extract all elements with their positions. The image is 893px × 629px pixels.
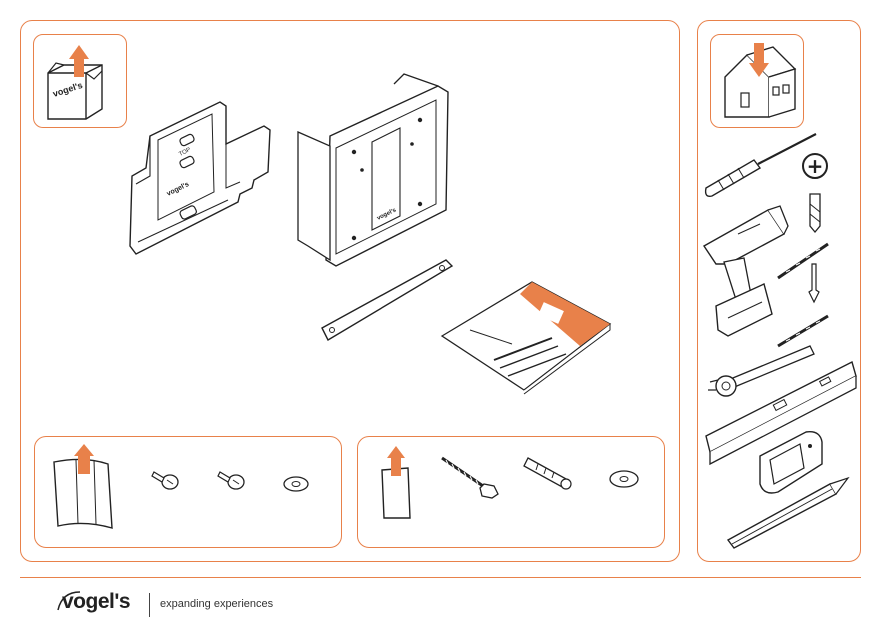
wall-plug-icon [524,456,576,492]
screw-icon [150,466,180,494]
bag-unpack-icon [48,446,120,536]
washer-icon [608,468,640,490]
unbox-badge: vogel's [33,34,127,128]
brand-tagline: expanding experiences [160,598,273,610]
screw-icon [216,466,246,494]
brand-logo: vogel's [62,590,130,614]
washer-icon [282,474,310,494]
manual-illustration [440,280,615,395]
house-install-icon [711,35,805,129]
wall-plate-illustration: TOP vogel's [128,96,278,266]
install-badge [710,34,804,128]
strap-illustration [320,258,455,348]
device-bracket-illustration: vogel's [296,70,456,270]
footer-divider [149,593,150,617]
lag-bolt-icon [440,456,502,500]
footer-rule [20,577,861,578]
box-unpack-icon: vogel's [34,35,128,129]
drill-bit-icon [804,192,826,232]
power-drill-icon [698,202,790,340]
pencil-icon [726,476,850,550]
drill-bit-icon [806,262,822,304]
phillips-symbol: + [802,153,828,179]
bag-unpack-icon [378,446,414,522]
